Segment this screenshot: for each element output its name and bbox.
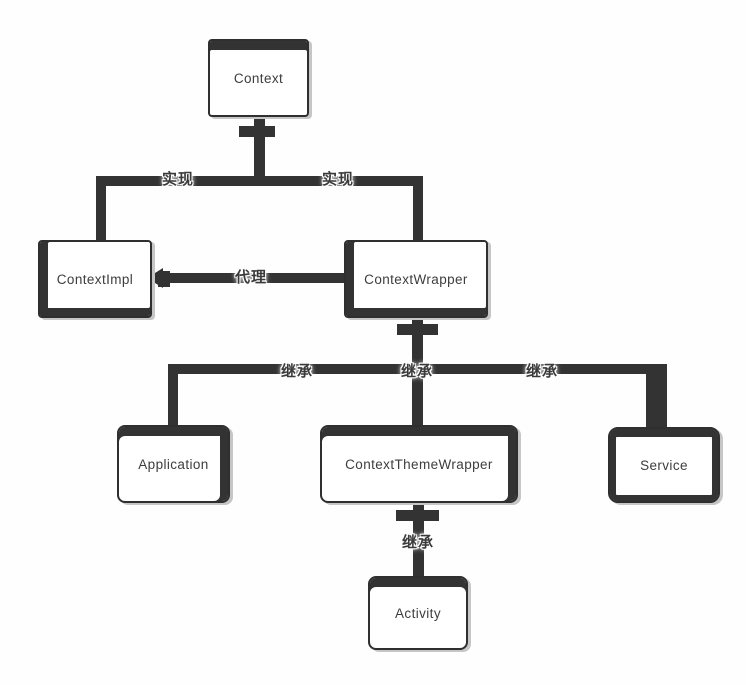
edge-label-inherit-left: 继承 (281, 363, 314, 380)
node-contextwrapper: ContextWrapper (344, 240, 488, 318)
edge-label-implement-right: 实现 (322, 171, 355, 188)
node-application-label: Application (138, 456, 209, 472)
inherit-arrowhead-cross-contextwrapper (397, 324, 438, 335)
node-contextwrapper-label: ContextWrapper (364, 271, 468, 287)
edge-implement-drop-contextwrapper (413, 176, 423, 242)
node-activity-label: Activity (395, 605, 441, 621)
edge-inherit-horizontal (168, 364, 662, 374)
edge-inherit-drop-application (168, 364, 178, 427)
edge-context-implement-vertical (254, 116, 265, 182)
implement-arrowhead-cross-context (239, 126, 275, 137)
edge-label-implement-left: 实现 (162, 171, 195, 188)
node-service-label: Service (640, 457, 688, 473)
node-service: Service (608, 427, 720, 503)
edge-label-inherit-middle: 继承 (401, 363, 434, 380)
node-context: Context (208, 39, 309, 117)
node-context-label: Context (233, 70, 284, 86)
edge-label-inherit-activity: 继承 (402, 534, 435, 551)
node-application: Application (117, 425, 230, 503)
edge-proxy-horizontal (160, 273, 345, 283)
edge-implement-horizontal (96, 176, 423, 186)
edge-label-proxy: 代理 (235, 269, 268, 286)
node-contextthemewrapper-label: ContextThemeWrapper (345, 456, 493, 472)
node-contextimpl-label: ContextImpl (56, 271, 134, 287)
edge-inherit-drop-service (646, 364, 667, 429)
edge-label-inherit-right: 继承 (526, 363, 559, 380)
node-activity: Activity (368, 576, 468, 650)
node-contextimpl: ContextImpl (38, 240, 152, 318)
node-contextthemewrapper: ContextThemeWrapper (320, 425, 518, 503)
inherit-arrowhead-cross-themewrapper (396, 510, 439, 521)
edge-inherit-vertical-activity (413, 501, 424, 578)
edge-implement-drop-contextimpl (96, 176, 106, 242)
